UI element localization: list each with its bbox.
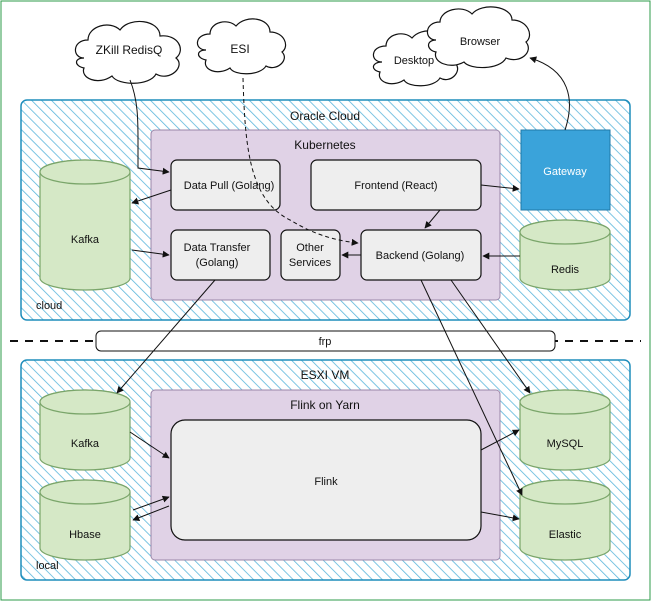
frontend-label: Frontend (React)	[354, 180, 437, 192]
backend-label: Backend (Golang)	[376, 250, 465, 262]
data-pull-to-kafka-edge	[131, 189, 172, 205]
mysql-db	[519, 389, 611, 471]
esxi-vm-region: ESXI VM local Flink on Yarn Flink Kafka …	[20, 359, 631, 581]
backend-to-elastic-edge	[420, 279, 523, 496]
cylinder-top	[519, 219, 611, 245]
kubernetes-title: Kubernetes	[294, 138, 355, 152]
browser-label: Browser	[460, 36, 501, 48]
esi-cloud	[196, 18, 287, 75]
data-transfer-label-line1: Data Transfer	[184, 242, 251, 254]
elastic-db	[519, 479, 611, 561]
cylinder-top	[39, 389, 131, 415]
connectors	[116, 56, 570, 522]
frp-label: frp	[319, 336, 332, 348]
mysql-label: MySQL	[547, 438, 584, 450]
flink-on-yarn-title: Flink on Yarn	[290, 398, 360, 412]
cylinder-top	[519, 389, 611, 415]
frp-tunnel	[95, 330, 556, 352]
gateway-node	[520, 129, 611, 211]
hbase-db	[39, 479, 131, 561]
zkill-redisq-label: ZKill RedisQ	[96, 43, 163, 57]
kafka-local-to-flink-edge	[129, 431, 170, 459]
oracle-cloud-title: Oracle Cloud	[290, 109, 360, 123]
esi-label: ESI	[230, 42, 249, 56]
kafka-to-data-transfer-edge	[131, 249, 170, 258]
data-pull-label: Data Pull (Golang)	[184, 180, 275, 192]
browser-cloud	[426, 6, 531, 69]
cylinder-top	[519, 479, 611, 505]
flink-to-elastic-edge	[480, 511, 520, 522]
data-transfer-to-kafka-local-edge	[116, 279, 216, 394]
hbase-label: Hbase	[69, 529, 101, 541]
kafka-cloud-db	[39, 159, 131, 291]
flink-to-mysql-edge	[480, 429, 520, 451]
zkill-to-data-pull-edge	[129, 79, 170, 175]
cylinder-top	[39, 159, 131, 185]
elastic-label: Elastic	[549, 529, 582, 541]
esi-to-other-services-edge	[242, 77, 359, 246]
cloud-region-label: cloud	[36, 300, 62, 312]
frontend-to-gateway-edge	[480, 184, 520, 192]
other-services-label-line1: Other	[296, 242, 324, 254]
local-region-label: local	[36, 560, 59, 572]
kafka-local-db	[39, 389, 131, 471]
cylinder-top	[39, 479, 131, 505]
gateway-label: Gateway	[543, 166, 587, 178]
kafka-cloud-label: Kafka	[71, 234, 100, 246]
zkill-redisq-cloud	[74, 20, 181, 84]
backend-to-mysql-edge	[450, 279, 531, 394]
flink-label: Flink	[314, 476, 338, 488]
desktop-label: Desktop	[394, 55, 434, 67]
data-transfer-node	[170, 229, 271, 281]
other-services-node	[280, 229, 341, 281]
redis-label: Redis	[551, 264, 580, 276]
gateway-to-browser-edge	[529, 56, 570, 131]
data-transfer-label-line2: (Golang)	[196, 257, 239, 269]
flink-node	[170, 419, 482, 541]
data-pull-node	[170, 159, 281, 211]
kafka-local-label: Kafka	[71, 438, 100, 450]
other-services-label-line2: Services	[289, 257, 332, 269]
hbase-to-flink-edge	[132, 495, 170, 511]
oracle-cloud-region: Oracle Cloud cloud Kubernetes Data Pull …	[20, 99, 631, 321]
esxi-vm-title: ESXI VM	[301, 368, 350, 382]
frontend-to-backend-edge	[424, 209, 441, 229]
flink-to-hbase-edge	[132, 505, 170, 521]
redis-db	[519, 219, 611, 291]
